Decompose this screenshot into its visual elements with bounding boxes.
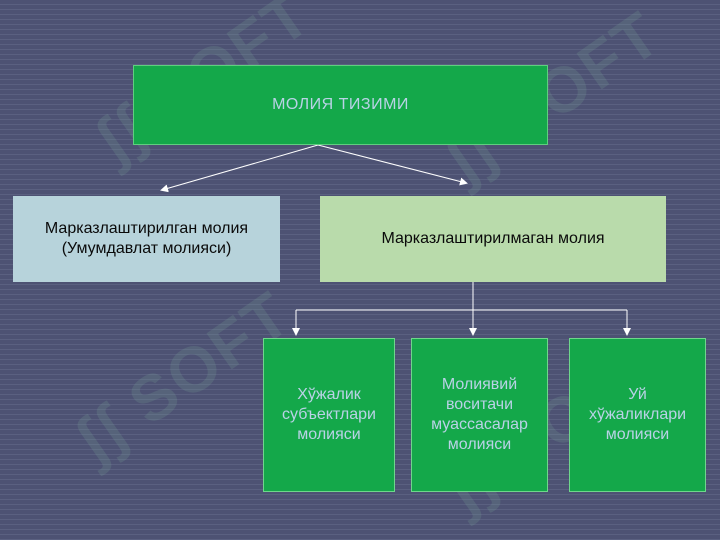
child-2-line-4: молияси (447, 436, 512, 453)
child-node-business-entities: Хўжалик субъектлари молияси (263, 338, 395, 492)
child-3-line-3: молияси (605, 426, 670, 443)
child-2-line-1: Молиявий (441, 376, 518, 393)
arrow-root-to-decentralized (317, 144, 468, 186)
decentralized-finance-node: Марказлаштирилмаган молия (320, 196, 666, 282)
child-1-line-2: субъектлари (282, 406, 376, 423)
root-node: МОЛИЯ ТИЗИМИ (133, 65, 548, 145)
centralized-finance-sublabel: (Умумдавлат молияси) (61, 240, 232, 257)
centralized-finance-node: Марказлаштирилган молия (Умумдавлат моли… (13, 196, 280, 282)
centralized-finance-label: Марказлаштирилган молия (44, 220, 249, 237)
child-1-line-1: Хўжалик (297, 386, 361, 403)
decentralized-finance-label: Марказлаштирилмаган молия (381, 230, 605, 247)
child-3-line-2: хўжаликлари (588, 406, 687, 423)
child-node-financial-intermediaries: Молиявий воситачи муассасалар молияси (411, 338, 548, 492)
child-2-line-3: муассасалар (431, 416, 528, 433)
child-1-line-3: молияси (297, 426, 361, 443)
root-node-label: МОЛИЯ ТИЗИМИ (272, 96, 409, 113)
child-node-households: Уй хўжаликлари молияси (569, 338, 706, 492)
child-2-line-2: воситачи (445, 396, 514, 413)
child-3-line-1: Уй (628, 386, 647, 403)
arrow-root-to-centralized (160, 144, 319, 193)
